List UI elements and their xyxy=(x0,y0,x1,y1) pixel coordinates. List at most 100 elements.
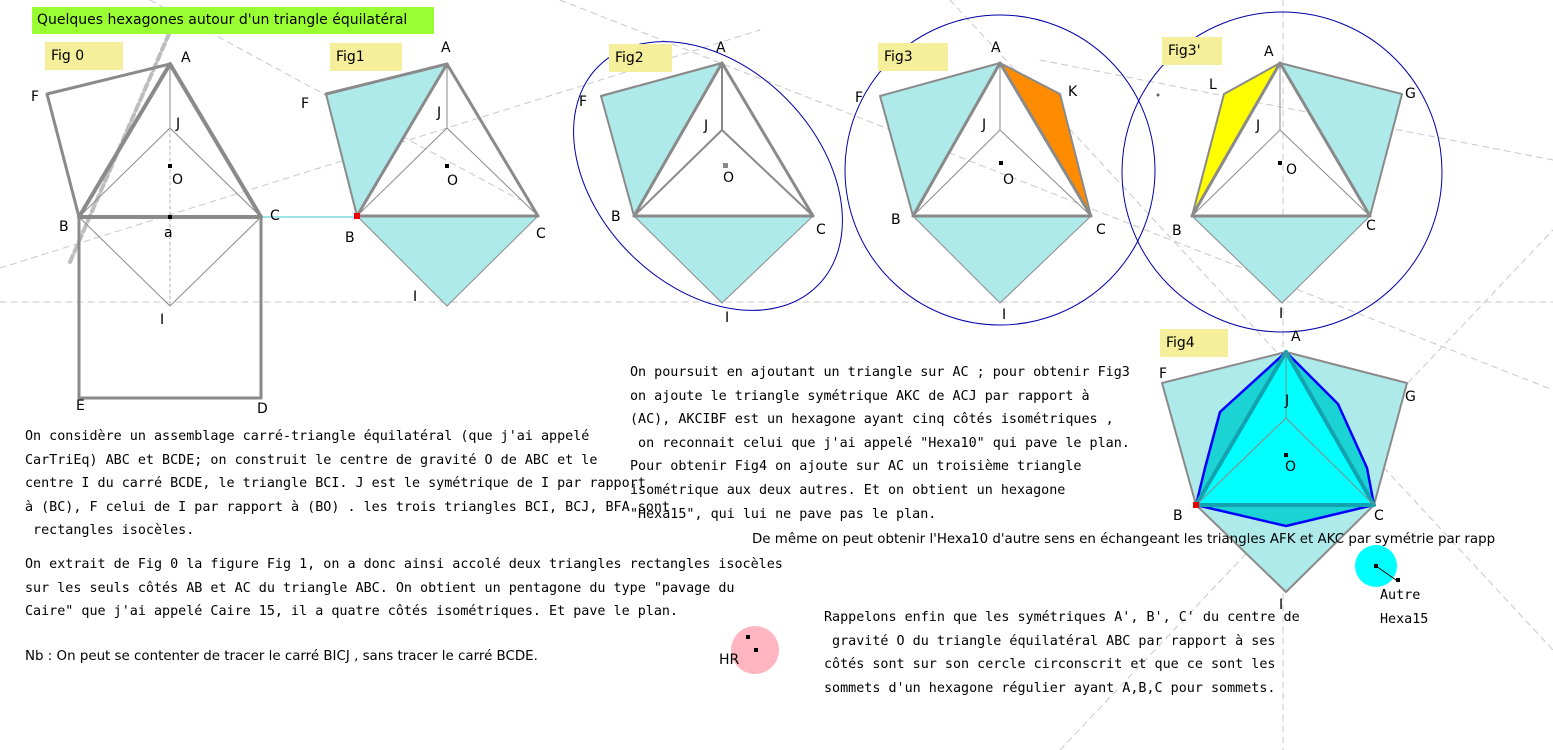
fig1-segment-jc xyxy=(446,127,539,217)
fig0-point-b: B xyxy=(59,219,69,235)
fig3p-edge-ac xyxy=(1278,61,1372,218)
fig3-point-j: J xyxy=(982,117,987,133)
fig1-edge-af xyxy=(324,62,449,96)
fig0-point-o: O xyxy=(172,172,184,188)
paragraph-note: Nb : On peut se contenter de tracer le c… xyxy=(25,649,538,664)
fig0-point-c: C xyxy=(270,208,280,224)
fig3-point-b: B xyxy=(891,212,901,228)
fig0-point-i: I xyxy=(160,312,165,328)
fig3-point-c: C xyxy=(1096,222,1106,238)
fig2-triangle-afb xyxy=(600,62,723,217)
fig0-point-a: A xyxy=(181,50,191,66)
fig3p-point-j: J xyxy=(1256,118,1261,134)
hr-label: HR xyxy=(719,652,740,668)
fig0-center-o xyxy=(168,164,172,168)
fig3-circle xyxy=(844,14,1156,326)
fig1-point-i: I xyxy=(413,289,418,305)
fig4-point-g: G xyxy=(1405,389,1416,405)
fig2-edge-ci xyxy=(721,215,814,304)
fig4-point-f: F xyxy=(1159,366,1168,382)
fig2-label: Fig2 xyxy=(609,44,672,72)
fig1-edge-bi xyxy=(356,215,448,307)
fig1-edge-ab xyxy=(355,62,449,218)
autre-hexa15-label: Autre Hexa15 xyxy=(1380,588,1429,627)
fig3p-segment-bj xyxy=(1191,129,1281,217)
fig4-point-b: B xyxy=(1173,508,1183,524)
paragraph-hexa10-other: De même on peut obtenir l'Hexa10 d'autre… xyxy=(752,532,1496,547)
fig3-point-o: O xyxy=(1003,172,1015,188)
fig3p-point-i: I xyxy=(1279,306,1284,322)
paragraph-intro: On considère un assemblage carré-triangl… xyxy=(25,429,670,539)
page-title: Quelques hexagones autour d'un triangle … xyxy=(32,7,434,34)
fig2-point-a: A xyxy=(716,40,726,56)
fig3-segment-jc xyxy=(999,129,1092,217)
fig3-center-o xyxy=(999,161,1003,165)
fig4-edge-ab xyxy=(1194,350,1288,507)
fig2-edge-ab xyxy=(632,61,724,218)
fig3p-center-o xyxy=(1278,161,1282,165)
fig3p-point-a: A xyxy=(1264,44,1274,60)
fig2-edge-af xyxy=(600,62,723,97)
fig3-edge-bi xyxy=(912,215,1001,304)
fig3p-triangle-acg xyxy=(1279,62,1403,217)
fig4-segment-bj xyxy=(1195,417,1287,506)
hr-dot-1 xyxy=(746,635,750,639)
fig3-segment-bj xyxy=(912,129,1001,217)
fig1-triangle-afb xyxy=(325,63,448,217)
fig2-segment-bj xyxy=(633,129,723,217)
fig1-point-b: B xyxy=(345,230,355,246)
fig3p-point-b: B xyxy=(1172,223,1182,239)
fig2-point-f: F xyxy=(579,94,588,110)
fig3-point-f: F xyxy=(855,90,864,106)
hr-dot-2 xyxy=(754,648,758,652)
fig1-center-o xyxy=(445,164,449,168)
fig2-point-c: C xyxy=(816,222,826,238)
fig4-point-a: A xyxy=(1291,329,1301,345)
fig1-point-c: C xyxy=(536,226,546,242)
fig3-point-i: I xyxy=(1002,307,1007,323)
fig3p-point-o: O xyxy=(1286,162,1298,178)
fig1-point-o: O xyxy=(447,173,459,189)
fig4-label: Fig4 xyxy=(1160,329,1228,357)
fig4-triangle-abc-fill xyxy=(1196,352,1374,505)
fig4-point-j: J xyxy=(1285,393,1290,409)
fig3p-edge-bi xyxy=(1191,215,1283,304)
fig0-point-f: F xyxy=(31,89,40,105)
fig2-center-o xyxy=(723,163,728,168)
paragraph-fig1: On extrait de Fig 0 la figure Fig 1, on … xyxy=(25,557,783,620)
autre-hexa15-dot xyxy=(1396,578,1400,582)
fig2-ellipse xyxy=(573,41,843,311)
fig0-point-e: E xyxy=(76,398,85,414)
fig1-triangle-bci xyxy=(357,216,538,306)
fig0-segment-jc xyxy=(169,127,262,218)
fig3-label: Fig3 xyxy=(878,43,948,71)
fig3p-stray-dot xyxy=(1156,93,1160,97)
paragraph-regular-hexagon: Rappelons enfin que les symétriques A', … xyxy=(824,610,1300,696)
fig0-point-d: D xyxy=(257,401,268,417)
fig3prime-label: Fig3' xyxy=(1162,37,1222,65)
fig3-edge-ci xyxy=(999,215,1092,304)
fig0-segment-ic xyxy=(169,216,262,307)
autre-hexa15-pointer xyxy=(1375,565,1397,581)
fig2-segment-jc xyxy=(721,129,814,217)
fig3p-triangle-bci xyxy=(1192,216,1370,303)
fig1-segment-bj xyxy=(356,127,448,217)
fig1-point-a: A xyxy=(441,40,451,56)
fig3p-edge-ci xyxy=(1281,215,1371,304)
fig3p-point-c: C xyxy=(1366,218,1376,234)
fig4-point-i: I xyxy=(1279,597,1284,613)
fig0-triangle-afb xyxy=(45,62,172,219)
fig3p-segment-jc xyxy=(1279,129,1371,217)
fig0-point-j: J xyxy=(176,116,181,132)
fig2-point-b: B xyxy=(611,209,621,225)
fig1-edge-ac xyxy=(445,62,540,218)
fig3p-point-g: G xyxy=(1405,86,1416,102)
fig4-center-o xyxy=(1284,453,1288,457)
fig1-edge-ci xyxy=(446,215,539,307)
fig0-segment-bi xyxy=(78,216,171,307)
fig2-triangle-bci xyxy=(634,216,813,303)
fig3-point-k: K xyxy=(1068,84,1078,100)
fig3-point-a: A xyxy=(991,40,1001,56)
fig0-midpoint-a xyxy=(168,215,172,219)
